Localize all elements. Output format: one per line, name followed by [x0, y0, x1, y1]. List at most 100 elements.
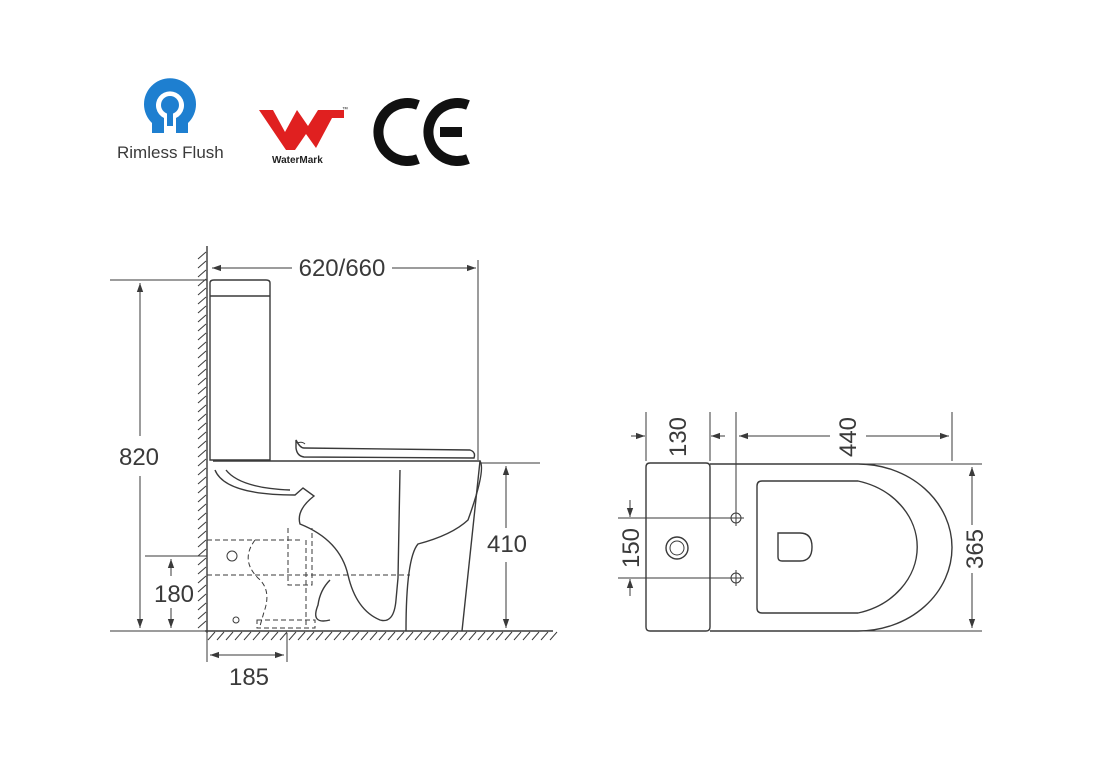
wall-hatch-line — [197, 458, 207, 467]
dim-tank-depth-label: 130 — [665, 417, 692, 457]
floor-hatch-line — [387, 631, 396, 641]
floor — [205, 630, 558, 641]
wall-hatch-line — [197, 485, 207, 494]
inlet-holes — [728, 510, 744, 586]
floor-hatch-line — [405, 631, 414, 641]
floor-hatch-line — [351, 631, 360, 641]
wall-hatch-line — [197, 530, 207, 539]
dim-inlet-spacing-label: 150 — [618, 528, 645, 568]
floor-hatch-line — [486, 631, 495, 641]
floor-hatch-line — [315, 631, 324, 641]
floor-hatch-line — [288, 631, 297, 641]
ce-e-icon — [423, 98, 470, 166]
dim-width: 365 — [858, 463, 989, 632]
wall-hatch-line — [197, 413, 207, 422]
floor-hatch-line — [324, 631, 333, 641]
cistern-tank — [209, 279, 271, 461]
floor-hatch-line — [378, 631, 387, 641]
wall-hatch-line — [197, 431, 207, 440]
dim-outlet-height: 180 — [145, 555, 207, 628]
floor-hatch-line — [207, 631, 216, 641]
floor-hatch-line — [342, 631, 351, 641]
dim-depth: 620/660 — [212, 255, 479, 460]
floor-hatch-line — [216, 631, 225, 641]
floor-hatch-line — [450, 631, 459, 641]
dim-bowl-length-label: 440 — [835, 417, 862, 457]
floor-hatch-line — [243, 631, 252, 641]
floor-hatch-line — [297, 631, 306, 641]
wall-hatch-line — [197, 584, 207, 593]
floor-hatch-line — [522, 631, 531, 641]
seat-lid — [295, 439, 476, 459]
wall-hatch-line — [197, 503, 207, 512]
wall-hatch-line — [197, 476, 207, 485]
floor-hatch-line — [477, 631, 486, 641]
dim-height: 820 — [110, 279, 207, 632]
floor-hatch-line — [513, 631, 522, 641]
wall-hatch-line — [197, 539, 207, 548]
floor-hatch-line — [441, 631, 450, 641]
dim-outlet-setback: 185 — [206, 633, 288, 691]
wall-hatch-line — [197, 368, 207, 377]
watermark-w-icon — [259, 110, 344, 150]
dim-tank-depth: 130 — [631, 412, 725, 461]
wall-hatch-line — [197, 332, 207, 341]
wall-hatch-line — [197, 512, 207, 521]
ce-mark — [373, 98, 470, 166]
floor-hatch-line — [531, 631, 540, 641]
dim-height-label: 820 — [119, 444, 159, 471]
wall-hatch-line — [197, 593, 207, 602]
wall-hatch-line — [197, 602, 207, 611]
toilet-bowl — [213, 460, 483, 632]
watermark-logo: WaterMark ™ — [259, 106, 348, 166]
dim-inlet-spacing: 150 — [618, 500, 728, 596]
bowl-top — [710, 463, 953, 632]
dim-seat-height-label: 410 — [487, 531, 527, 558]
floor-hatch-line — [279, 631, 288, 641]
wall-hatch-line — [197, 323, 207, 332]
rimless-flush-label: Rimless Flush — [117, 143, 224, 162]
trapway-hidden-lines — [207, 528, 410, 629]
wall — [197, 246, 208, 633]
wall-hatch-line — [197, 260, 207, 269]
side-view: 620/660 820 180 410 1 — [110, 246, 558, 691]
floor-hatch-line — [369, 631, 378, 641]
floor-hatch-line — [504, 631, 513, 641]
wall-hatch-line — [197, 449, 207, 458]
wall-hatch-line — [197, 620, 207, 629]
floor-hatch-line — [549, 631, 558, 641]
wall-hatch-line — [197, 341, 207, 350]
floor-hatch-line — [270, 631, 279, 641]
dim-outlet-height-label: 180 — [154, 581, 194, 608]
wall-hatch-line — [197, 377, 207, 386]
wall-hatch-line — [197, 296, 207, 305]
wall-hatch-line — [197, 548, 207, 557]
wall-hatch-line — [197, 557, 207, 566]
watermark-label: WaterMark — [272, 155, 323, 166]
rimless-icon — [144, 78, 196, 133]
floor-hatch-line — [252, 631, 261, 641]
floor-hatch-line — [459, 631, 468, 641]
dim-outlet-setback-label: 185 — [229, 664, 269, 691]
dim-bowl-length: 440 — [735, 412, 953, 510]
floor-hatch-line — [225, 631, 234, 641]
floor-hatch-line — [234, 631, 243, 641]
floor-hatch-line — [414, 631, 423, 641]
wall-hatch-line — [197, 440, 207, 449]
wall-hatch-line — [197, 575, 207, 584]
floor-hatch-line — [540, 631, 549, 641]
wall-hatch-line — [197, 611, 207, 620]
tank-top — [645, 462, 711, 632]
floor-hatch-line — [468, 631, 477, 641]
wall-hatch-line — [197, 404, 207, 413]
ce-c-icon — [373, 98, 420, 166]
wall-hatch-line — [197, 566, 207, 575]
watermark-tm: ™ — [342, 106, 348, 113]
top-view: 130 440 150 365 — [618, 412, 989, 632]
floor-hatch-line — [360, 631, 369, 641]
floor-hatch-line — [261, 631, 270, 641]
floor-hatch-line — [306, 631, 315, 641]
wall-hatch-line — [197, 350, 207, 359]
wall-hatch-line — [197, 422, 207, 431]
